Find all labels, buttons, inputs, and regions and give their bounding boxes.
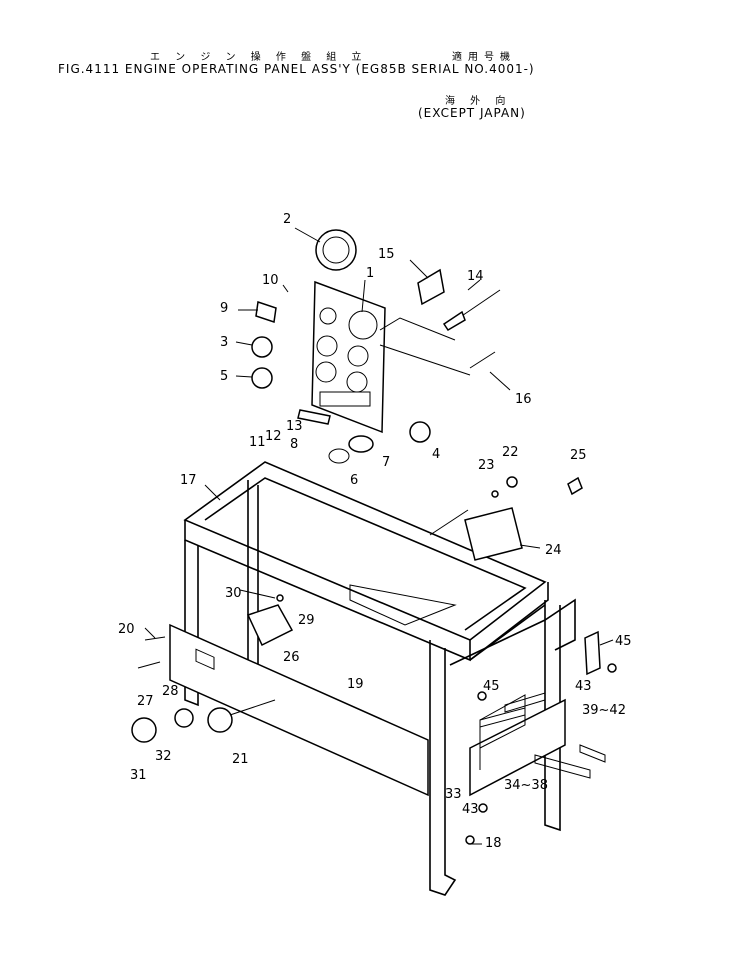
gauges [251,229,431,464]
figure-title: FIG.4111 ENGINE OPERATING PANEL ASS'Y (E… [58,62,535,76]
callout-23: 23 [478,458,495,473]
front-panel-plate [169,623,429,797]
callout-3: 3 [220,335,228,350]
terminal-blocks [465,630,617,845]
callout-43-bottom: 43 [462,802,479,817]
figure-subtitle: (EXCEPT JAPAN) [418,106,526,120]
panel-devices [131,594,294,743]
callout-15: 15 [378,247,395,262]
callout-5: 5 [220,369,228,384]
callout-20: 20 [118,622,135,637]
callout-39-42: 39~42 [582,703,626,718]
callout-32: 32 [155,749,172,764]
callout-13: 13 [286,419,303,434]
callout-11: 11 [249,435,266,450]
japanese-destination-label: 海 外 向 [445,96,512,107]
callout-17: 17 [180,473,197,488]
callout-10: 10 [262,273,279,288]
callout-19: 19 [347,677,364,692]
callout-31: 31 [130,768,147,783]
callout-7: 7 [382,455,390,470]
callout-24: 24 [545,543,562,558]
right-terminal-plate [469,694,566,797]
callout-30: 30 [225,586,242,601]
callout-27: 27 [137,694,154,709]
callout-18: 18 [485,836,502,851]
callout-28: 28 [162,684,179,699]
callout-12: 12 [265,429,282,444]
callout-21: 21 [232,752,249,767]
callout-9: 9 [220,301,228,316]
callout-22: 22 [502,445,519,460]
callout-labels: 2 15 14 10 1 9 3 5 16 11 12 13 8 4 7 6 2… [118,212,632,851]
callout-45: 45 [483,679,500,694]
japanese-title: エ ン ジ ン 操 作 盤 組 立 [150,52,368,63]
callout-29: 29 [298,613,315,628]
frame-stand [183,461,576,896]
gauge-panel [311,280,386,434]
callout-6: 6 [350,473,358,488]
japanese-usage-label: 適用号機 [452,52,516,63]
callout-8: 8 [290,437,298,452]
callout-1: 1 [366,266,374,281]
callout-4: 4 [432,447,440,462]
callout-26: 26 [283,650,300,665]
leader-lines [144,227,614,845]
callout-25: 25 [570,448,587,463]
callout-14: 14 [467,269,484,284]
callout-34-38: 34~38 [504,778,548,793]
callout-2: 2 [283,212,291,227]
callout-33: 33 [445,787,462,802]
wiring-components [379,268,583,561]
callout-43-top: 43 [575,679,592,694]
callout-16: 16 [515,392,532,407]
callout-44: 45 [615,634,632,649]
